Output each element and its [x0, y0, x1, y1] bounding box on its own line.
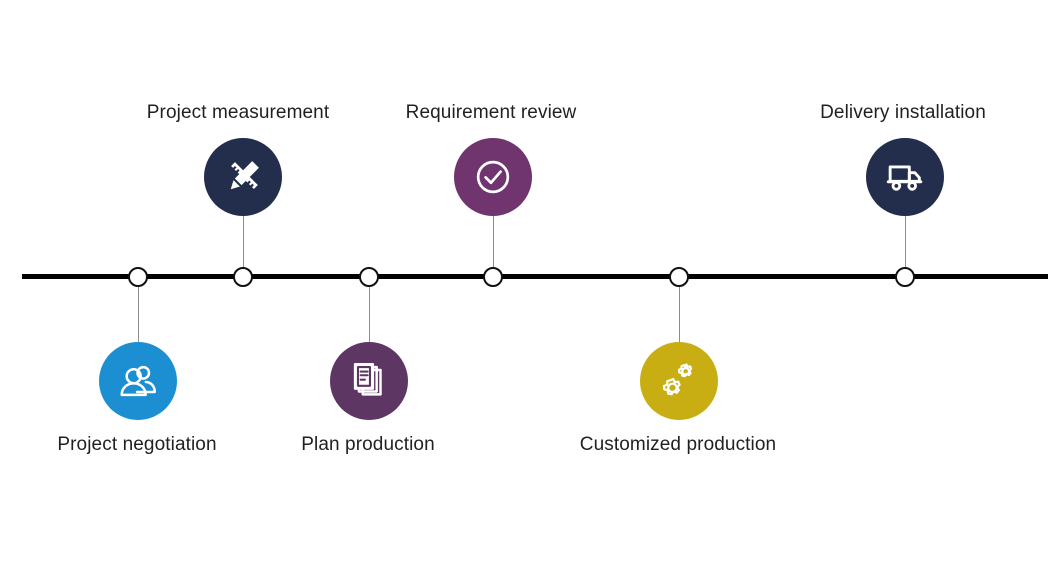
step-label-delivery-installation: Delivery installation — [820, 102, 986, 123]
step-icon-disc-project-negotiation[interactable] — [99, 342, 177, 420]
timeline-node-delivery-installation[interactable] — [895, 267, 915, 287]
step-icon-disc-customized-production[interactable] — [640, 342, 718, 420]
documents-icon — [346, 358, 392, 404]
step-label-requirement-review: Requirement review — [405, 102, 577, 123]
connector-stem — [243, 216, 244, 276]
step-icon-disc-project-measurement[interactable] — [204, 138, 282, 216]
timeline-axis — [22, 274, 1048, 279]
users-icon — [115, 358, 161, 404]
connector-stem — [138, 276, 139, 342]
timeline-node-project-measurement[interactable] — [233, 267, 253, 287]
connector-stem — [493, 216, 494, 276]
timeline-node-requirement-review[interactable] — [483, 267, 503, 287]
timeline-node-project-negotiation[interactable] — [128, 267, 148, 287]
timeline-node-customized-production[interactable] — [669, 267, 689, 287]
step-icon-disc-requirement-review[interactable] — [454, 138, 532, 216]
step-icon-disc-delivery-installation[interactable] — [866, 138, 944, 216]
check-circle-icon — [470, 154, 516, 200]
step-label-project-negotiation: Project negotiation — [57, 434, 217, 455]
delivery-truck-icon — [882, 154, 928, 200]
step-label-customized-production: Customized production — [579, 434, 777, 455]
timeline-node-plan-production[interactable] — [359, 267, 379, 287]
connector-stem — [679, 276, 680, 342]
step-label-plan-production: Plan production — [301, 434, 435, 455]
gears-icon — [656, 358, 702, 404]
connector-stem — [905, 216, 906, 276]
pencil-ruler-icon — [220, 154, 266, 200]
step-icon-disc-plan-production[interactable] — [330, 342, 408, 420]
step-label-project-measurement: Project measurement — [146, 102, 330, 123]
connector-stem — [369, 276, 370, 342]
